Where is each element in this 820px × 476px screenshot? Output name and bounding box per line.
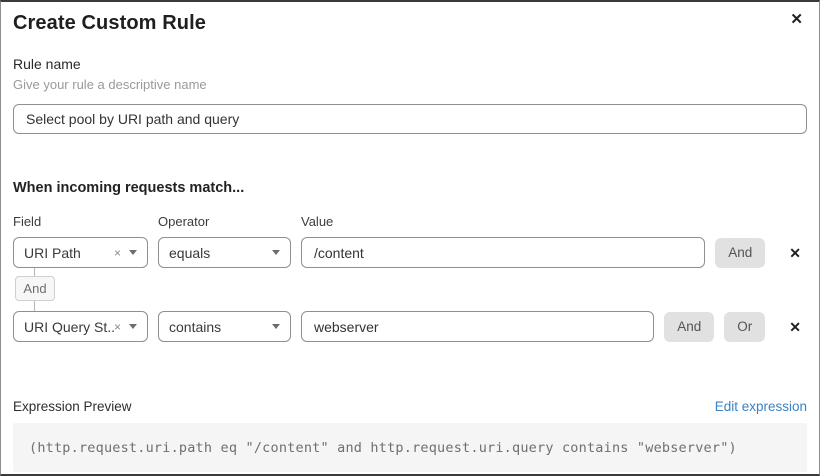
remove-row-icon[interactable]: ✕ xyxy=(789,318,801,335)
field-column-label: Field xyxy=(13,214,42,229)
add-or-condition-button[interactable]: Or xyxy=(724,311,766,342)
operator-column-label: Operator xyxy=(158,214,210,229)
clear-selection-icon[interactable]: × xyxy=(113,319,121,334)
chevron-down-icon xyxy=(272,324,280,329)
rule-name-input[interactable] xyxy=(13,104,807,134)
connector-line xyxy=(34,268,35,276)
and-connector-badge: And xyxy=(15,276,55,301)
add-and-condition-button[interactable]: And xyxy=(664,311,715,342)
value-column-label: Value xyxy=(301,214,334,229)
dialog-title: Create Custom Rule xyxy=(13,12,206,34)
chevron-down-icon xyxy=(129,250,137,255)
operator-select[interactable]: equals xyxy=(158,237,291,268)
rule-name-label: Rule name xyxy=(13,56,81,72)
operator-select[interactable]: contains xyxy=(158,311,291,342)
clear-selection-icon[interactable]: × xyxy=(113,245,121,260)
field-select-value: URI Query St... xyxy=(24,318,114,335)
chevron-down-icon xyxy=(272,250,280,255)
condition-column-labels: Field Operator Value xyxy=(13,214,807,229)
close-icon[interactable]: ✕ xyxy=(790,11,803,28)
field-select[interactable]: URI Query St... × xyxy=(13,311,148,342)
expression-preview-header: Expression Preview Edit expression xyxy=(13,399,807,414)
value-input[interactable] xyxy=(301,311,655,342)
row-connector: And xyxy=(13,268,807,311)
operator-select-value: contains xyxy=(169,318,222,335)
rule-name-help-text: Give your rule a descriptive name xyxy=(13,77,207,92)
chevron-down-icon xyxy=(129,324,137,329)
expression-code-preview: (http.request.uri.path eq "/content" and… xyxy=(13,423,807,472)
value-input[interactable] xyxy=(301,237,706,268)
remove-row-icon[interactable]: ✕ xyxy=(789,244,801,261)
condition-row: URI Path × equals And ✕ xyxy=(13,237,807,268)
match-section-heading: When incoming requests match... xyxy=(13,180,245,196)
expression-preview-label: Expression Preview xyxy=(13,399,132,414)
condition-row: URI Query St... × contains And Or ✕ xyxy=(13,311,807,342)
connector-line xyxy=(34,301,35,311)
field-select[interactable]: URI Path × xyxy=(13,237,148,268)
add-and-condition-button[interactable]: And xyxy=(715,237,766,268)
field-select-value: URI Path xyxy=(24,244,81,261)
operator-select-value: equals xyxy=(169,244,211,261)
edit-expression-link[interactable]: Edit expression xyxy=(714,399,807,414)
